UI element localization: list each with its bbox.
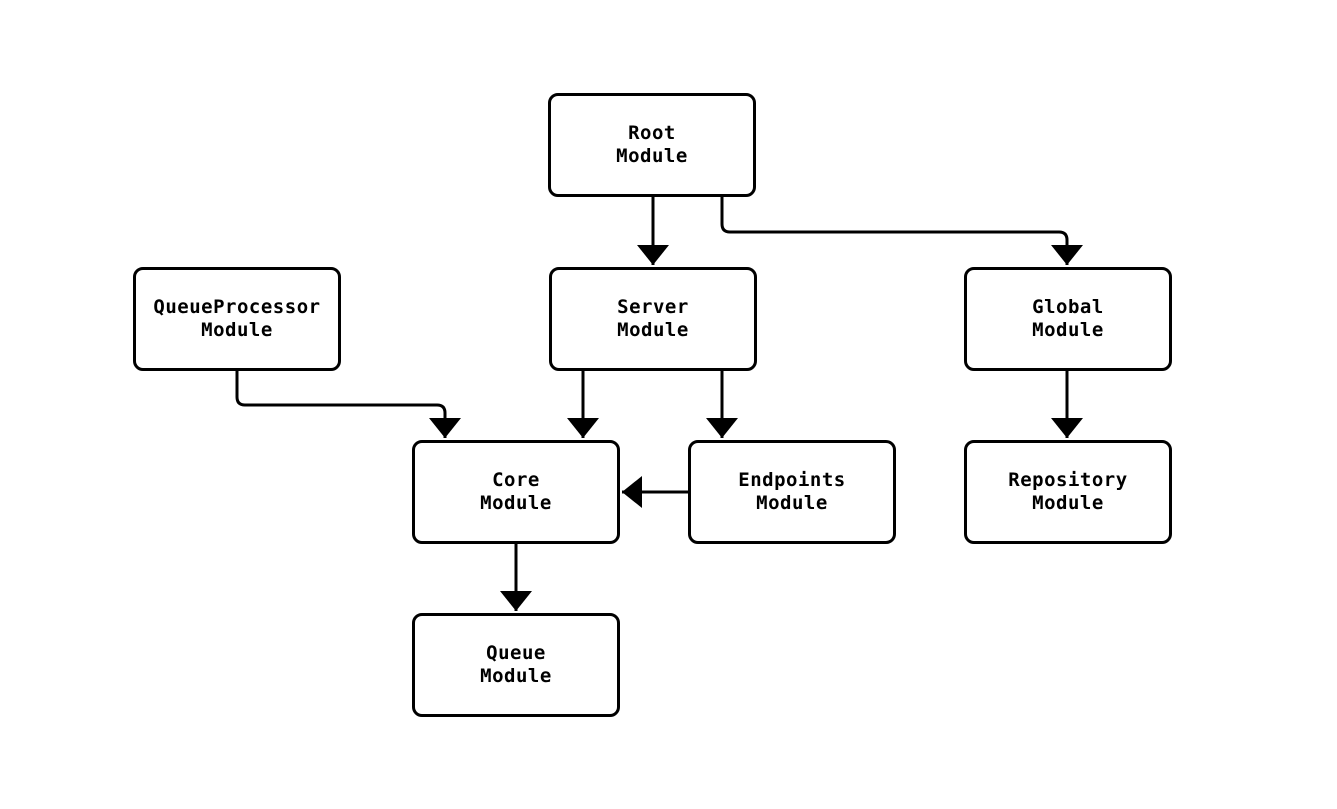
node-label-line: Module bbox=[480, 665, 552, 687]
node-label-line: Endpoints bbox=[738, 469, 846, 491]
edge-root-to-global bbox=[720, 197, 1083, 265]
node-label-line: Server bbox=[617, 296, 689, 318]
edge-queueprocessor-to-core bbox=[235, 371, 461, 438]
node-label-line: Queue bbox=[486, 642, 546, 664]
node-label-line: QueueProcessor bbox=[153, 296, 321, 318]
node-label-line: Module bbox=[1032, 319, 1104, 341]
node-label-line: Global bbox=[1032, 296, 1104, 318]
node-label-line: Module bbox=[616, 145, 688, 167]
node-label-line: Core bbox=[492, 469, 540, 491]
node-label-line: Root bbox=[628, 122, 676, 144]
node-label-line: Module bbox=[480, 492, 552, 514]
node-label-line: Module bbox=[201, 319, 273, 341]
node-label-line: Module bbox=[1032, 492, 1104, 514]
node-label-line: Module bbox=[617, 319, 689, 341]
node-label-line: Module bbox=[756, 492, 828, 514]
node-label-line: Repository bbox=[1008, 469, 1128, 491]
